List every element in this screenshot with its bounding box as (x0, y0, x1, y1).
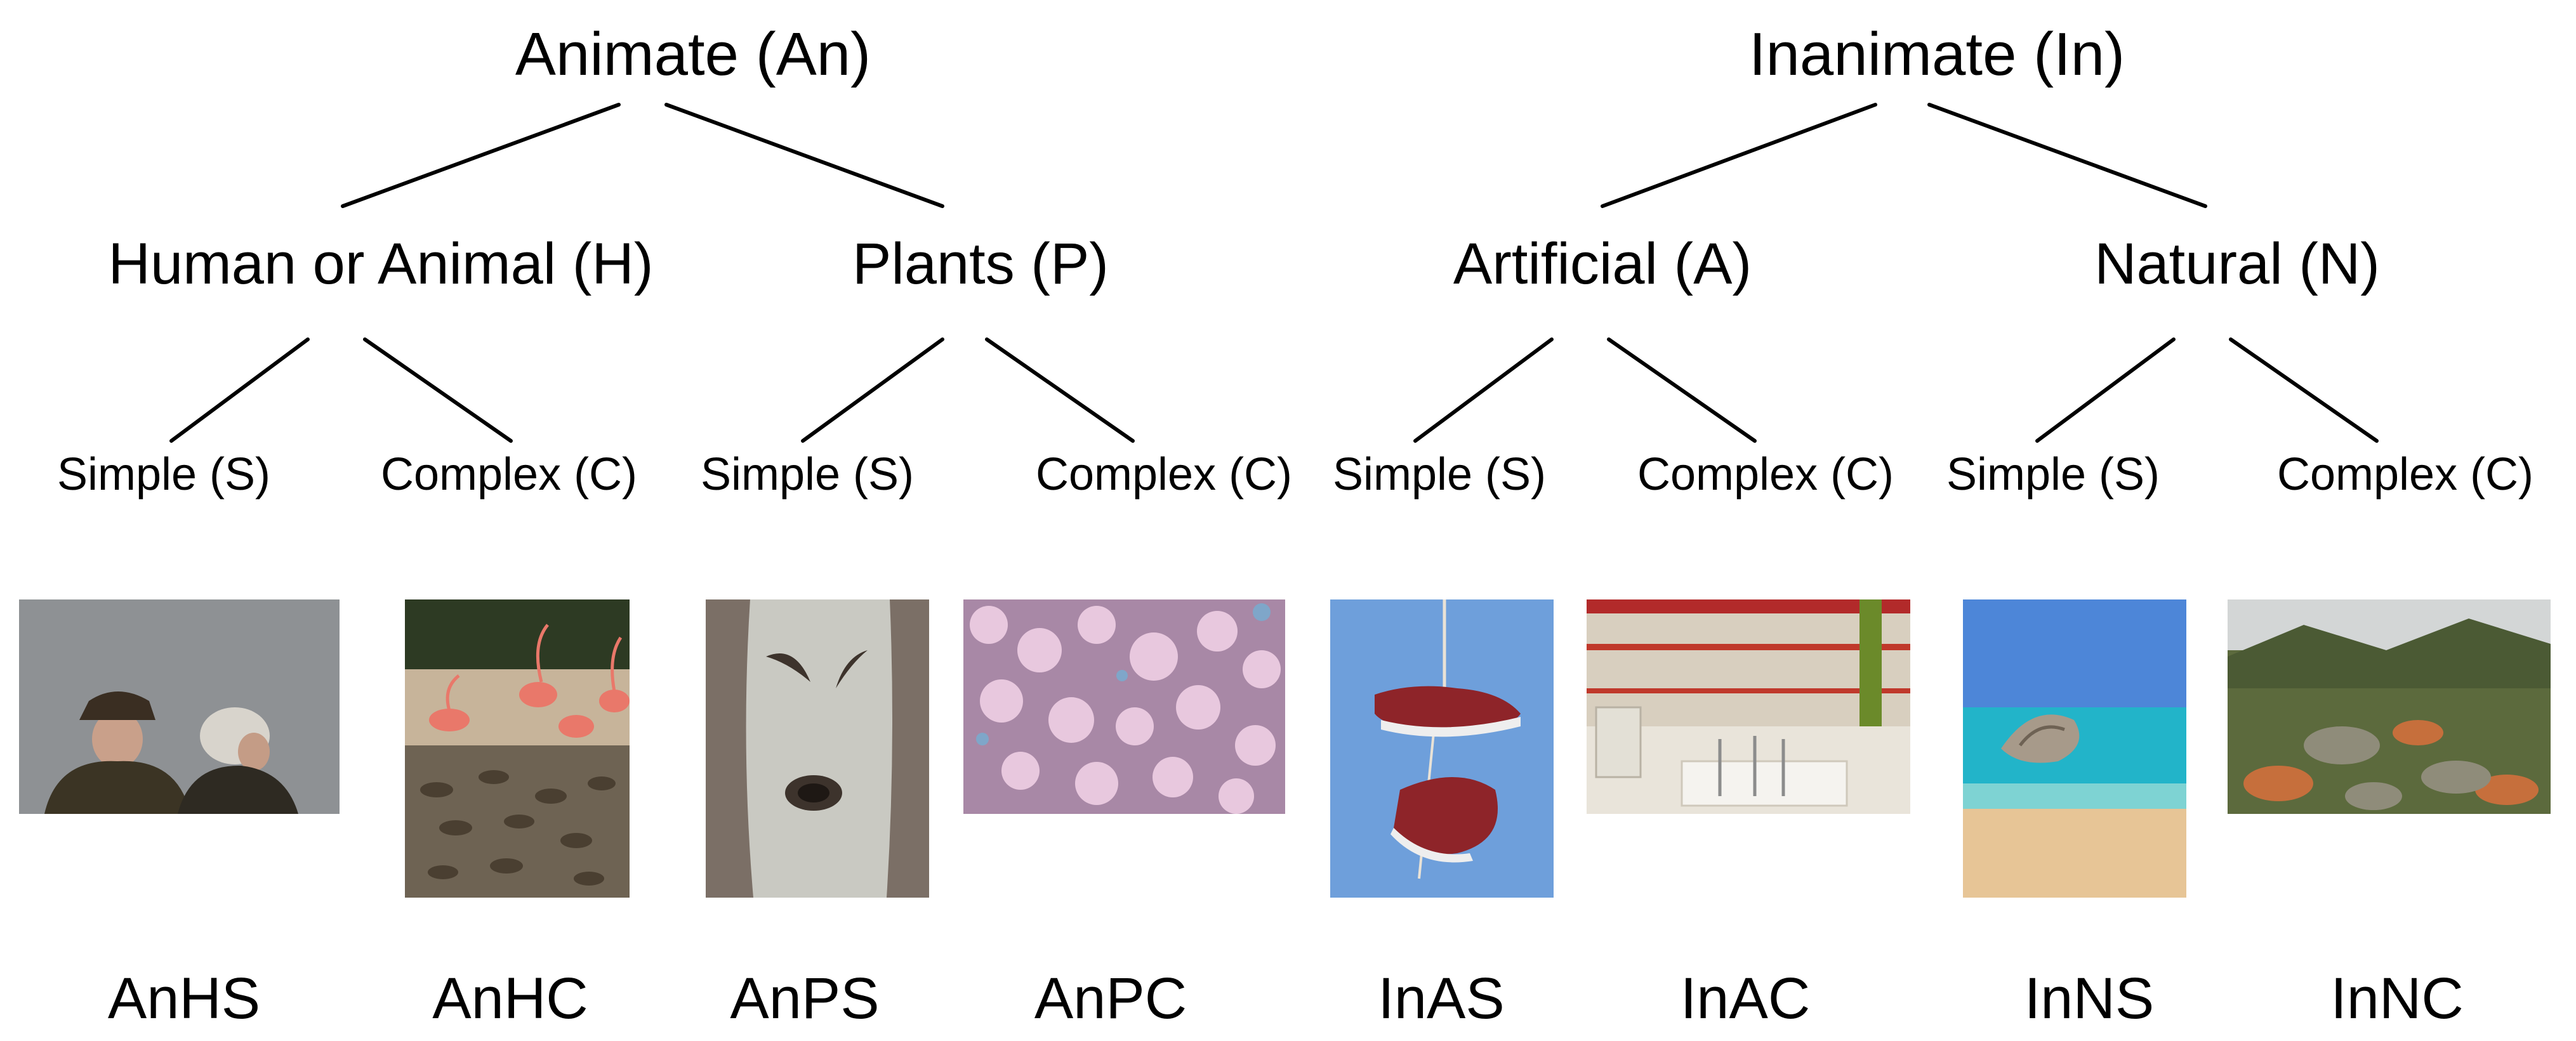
image-anpc (963, 599, 1285, 814)
connector (363, 337, 513, 443)
leaf-simple: Simple (S) (700, 449, 915, 500)
category-code: InAC (1680, 966, 1811, 1031)
connector (1413, 337, 1554, 443)
connector (664, 103, 944, 208)
category-code: InNS (2024, 966, 2155, 1031)
leaf-complex: Complex (C) (380, 449, 638, 500)
connector (169, 337, 310, 443)
leaf-simple: Simple (S) (1332, 449, 1547, 500)
connector (2035, 337, 2176, 443)
image-innc (2228, 599, 2551, 814)
category-code: AnHS (107, 966, 261, 1031)
connector (341, 103, 621, 208)
connector (1601, 103, 1877, 208)
group-artificial: Artificial (A) (1453, 232, 1752, 296)
image-anps (706, 599, 929, 898)
group-human-animal: Human or Animal (H) (108, 232, 654, 296)
group-natural: Natural (N) (2094, 232, 2380, 296)
leaf-complex: Complex (C) (2276, 449, 2534, 500)
connector (2229, 337, 2379, 443)
category-code: InAS (1378, 966, 1505, 1031)
connector (1927, 103, 2207, 208)
image-inns (1963, 599, 2186, 898)
image-inas (1330, 599, 1554, 898)
connector (985, 337, 1135, 443)
category-code: AnPC (1034, 966, 1187, 1031)
category-code: InNC (2330, 966, 2464, 1031)
image-inac (1587, 599, 1910, 814)
category-code: AnPS (730, 966, 880, 1031)
leaf-simple: Simple (S) (56, 449, 271, 500)
leaf-complex: Complex (C) (1637, 449, 1894, 500)
image-anhs (19, 599, 340, 814)
root-animate: Animate (An) (515, 20, 871, 88)
connector (1607, 337, 1757, 443)
connector (801, 337, 944, 443)
root-inanimate: Inanimate (In) (1748, 20, 2125, 88)
image-anhc (405, 599, 630, 898)
leaf-simple: Simple (S) (1946, 449, 2160, 500)
category-code: AnHC (432, 966, 588, 1031)
leaf-complex: Complex (C) (1035, 449, 1293, 500)
group-plants: Plants (P) (852, 232, 1109, 296)
